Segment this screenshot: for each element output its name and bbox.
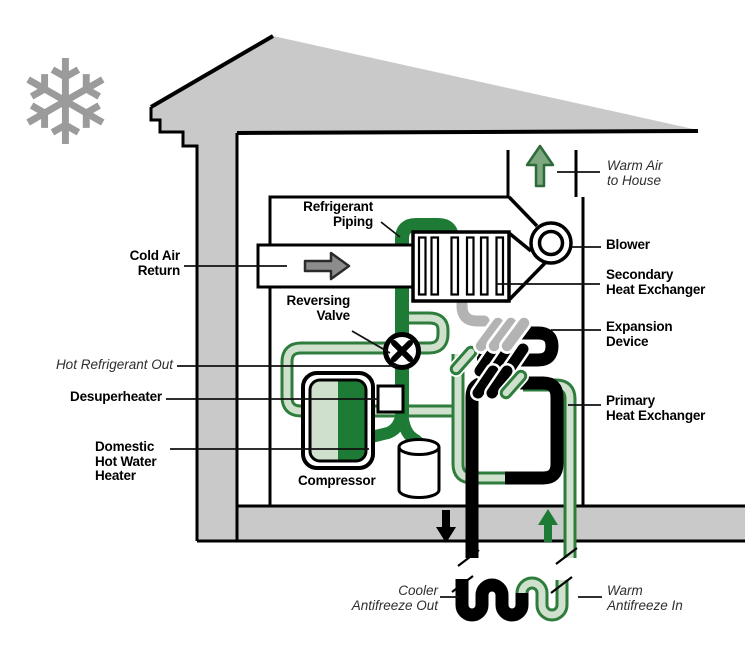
reversing-valve-icon bbox=[383, 332, 421, 370]
label-expansion-device: Expansion Device bbox=[606, 319, 673, 349]
primary-heat-exchanger bbox=[448, 326, 564, 558]
water-heater-tank bbox=[301, 371, 375, 470]
blower bbox=[507, 195, 573, 302]
up-flow-arrow-icon bbox=[538, 509, 558, 542]
roof-and-wall bbox=[150, 36, 698, 541]
label-desuperheater: Desuperheater bbox=[70, 389, 162, 404]
secondary-heat-exchanger bbox=[411, 230, 511, 303]
label-domestic-hot-water-heater: Domestic Hot Water Heater bbox=[95, 439, 157, 483]
down-flow-arrow-icon bbox=[436, 510, 456, 543]
desuperheater-box bbox=[376, 384, 405, 414]
warm-air-arrow-icon bbox=[525, 144, 555, 188]
expansion-device-coil bbox=[456, 292, 532, 354]
label-blower: Blower bbox=[606, 237, 650, 252]
hx-coil-row-2 bbox=[470, 363, 529, 401]
label-compressor: Compressor bbox=[298, 473, 376, 488]
snowflake-icon: ❄ bbox=[16, 34, 115, 172]
label-secondary-heat-exchanger: Secondary Heat Exchanger bbox=[606, 267, 706, 297]
label-reversing-valve: Reversing Valve bbox=[286, 293, 351, 323]
ground-loop-coil bbox=[451, 547, 578, 622]
cool-refrigerant-loop bbox=[280, 311, 462, 418]
pipe-break-slashes bbox=[451, 547, 578, 594]
label-primary-heat-exchanger: Primary Heat Exchanger bbox=[606, 393, 706, 423]
label-refrigerant-piping: Refrigerant Piping bbox=[303, 199, 373, 229]
leader-lines bbox=[166, 171, 602, 598]
label-warm-air-to-house: Warm Air to House bbox=[607, 158, 663, 188]
label-hot-refrigerant-out: Hot Refrigerant Out bbox=[55, 357, 173, 372]
label-cooler-antifreeze-out: Cooler Antifreeze Out bbox=[351, 583, 438, 613]
equipment-box bbox=[268, 150, 585, 505]
label-cold-air-return: Cold Air Return bbox=[129, 248, 181, 278]
cold-air-arrow-icon bbox=[303, 251, 351, 281]
label-warm-antifreeze-in: Warm Antifreeze In bbox=[607, 583, 683, 613]
compressor-cylinder bbox=[397, 438, 441, 499]
